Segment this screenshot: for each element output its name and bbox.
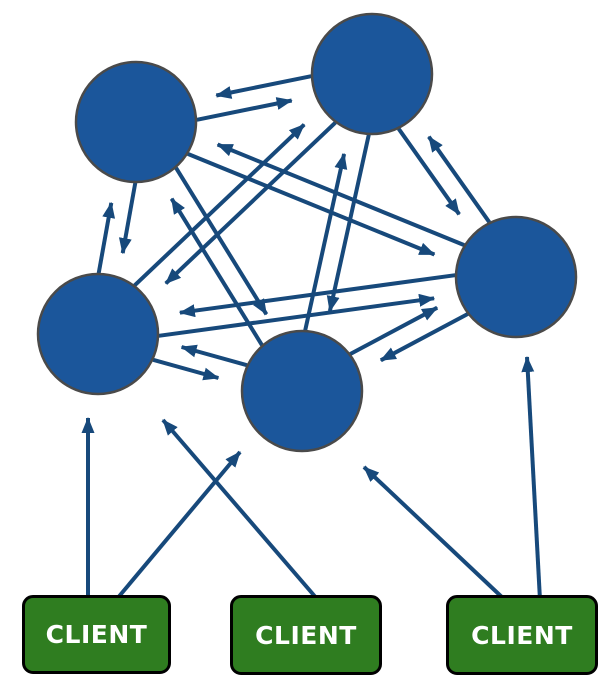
- client-arrow-client-box-2-to-server-node-bottom-left: [161, 418, 320, 602]
- server-node-top-left: [74, 60, 198, 184]
- server-node-bottom-left: [36, 272, 160, 396]
- client-box-2: CLIENT: [230, 595, 382, 675]
- mesh-arrow-server-node-top-center-to-server-node-bottom-left: [164, 121, 337, 285]
- mesh-arrow-server-node-top-left-to-server-node-top-center: [196, 97, 293, 122]
- client-box-1-label: CLIENT: [45, 620, 148, 649]
- mesh-arrow-server-node-top-center-to-server-node-right: [396, 127, 461, 216]
- server-node-right: [454, 215, 578, 339]
- mesh-arrow-server-node-bottom-center-to-server-node-right: [349, 305, 439, 356]
- mesh-arrow-server-node-right-to-server-node-bottom-left: [178, 273, 456, 318]
- mesh-arrow-server-node-bottom-left-to-server-node-top-left: [96, 201, 116, 274]
- mesh-arrow-server-node-bottom-center-to-server-node-top-center: [303, 152, 348, 331]
- client-box-2-label: CLIENT: [255, 620, 357, 650]
- client-arrow-client-box-1-to-server-node-bottom-center: [114, 450, 242, 602]
- mesh-arrow-server-node-top-left-to-server-node-bottom-center: [174, 166, 269, 316]
- mesh-arrow-server-node-right-to-server-node-top-left: [216, 142, 465, 247]
- mesh-arrow-server-node-top-center-to-server-node-top-left: [215, 74, 312, 99]
- server-node-top-center: [310, 12, 434, 136]
- mesh-arrow-server-node-bottom-center-to-server-node-bottom-left: [180, 344, 248, 368]
- client-box-3-label: CLIENT: [471, 620, 573, 650]
- mesh-arrow-server-node-bottom-left-to-server-node-right: [158, 293, 436, 338]
- mesh-arrow-server-node-right-to-server-node-bottom-center: [379, 312, 469, 363]
- mesh-arrow-server-node-top-left-to-server-node-bottom-left: [118, 182, 138, 255]
- mesh-arrow-server-node-top-left-to-server-node-right: [187, 152, 436, 257]
- mesh-arrow-server-node-bottom-center-to-server-node-top-left: [169, 197, 264, 347]
- client-box-1: CLIENT: [22, 595, 171, 674]
- mesh-arrow-server-node-bottom-left-to-server-node-top-center: [133, 123, 306, 287]
- server-node-bottom-center: [240, 329, 364, 453]
- client-box-3: CLIENT: [446, 595, 598, 675]
- client-arrow-client-box-3-to-server-node-right: [521, 356, 542, 601]
- mesh-arrow-server-node-top-center-to-server-node-bottom-center: [326, 134, 371, 313]
- client-arrow-client-box-3-to-server-node-bottom-center: [362, 465, 507, 602]
- mesh-arrow-server-node-bottom-left-to-server-node-bottom-center: [152, 357, 220, 381]
- mesh-arrow-server-node-right-to-server-node-top-center: [427, 135, 492, 224]
